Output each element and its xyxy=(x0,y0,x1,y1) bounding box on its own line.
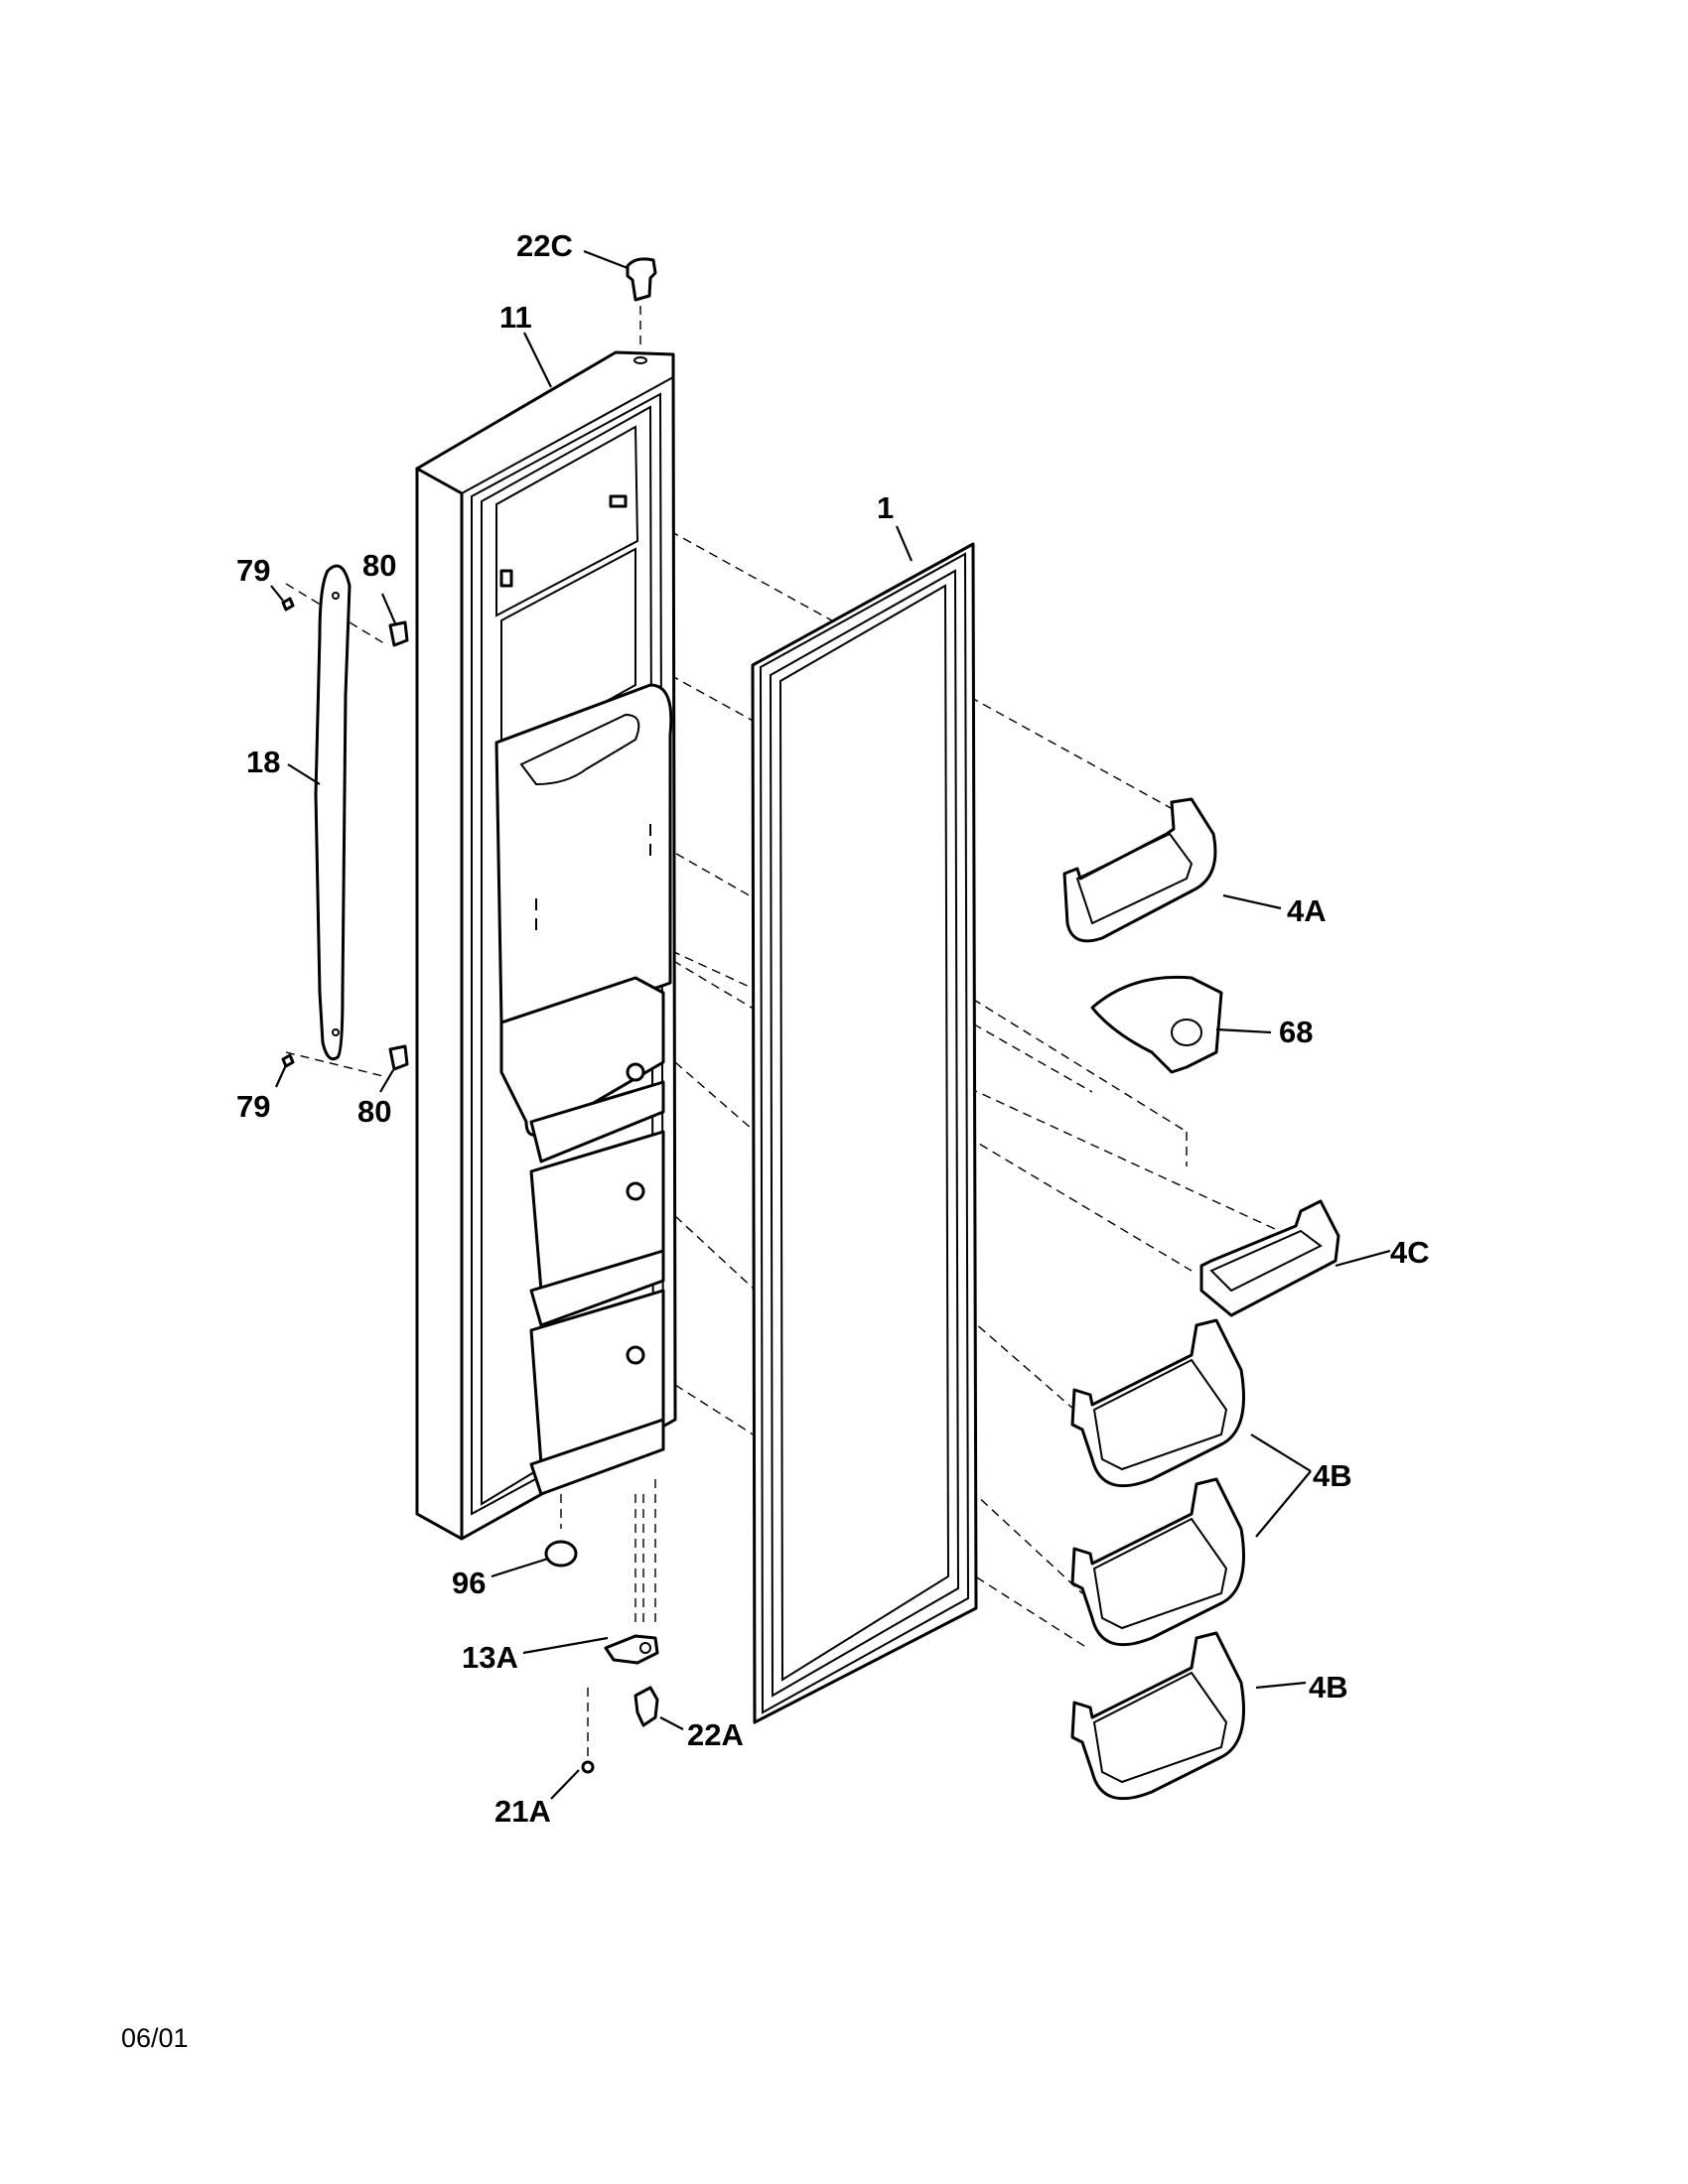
callout-22A: 22A xyxy=(687,1717,744,1752)
callout-21A: 21A xyxy=(494,1794,551,1829)
callout-80-bottom: 80 xyxy=(357,1094,391,1129)
door-bin-4B-2 xyxy=(1070,1477,1245,1647)
callout-22C: 22C xyxy=(516,228,573,263)
door-bin-4C xyxy=(1199,1199,1340,1317)
callout-18: 18 xyxy=(246,745,280,779)
callout-11: 11 xyxy=(499,300,532,335)
callout-80-top: 80 xyxy=(362,548,396,583)
callouts: 22C 11 1 79 80 18 79 80 4A 68 4C 4B 4B 9… xyxy=(236,228,1430,1829)
callout-79-top: 79 xyxy=(236,553,270,588)
door-handle xyxy=(281,564,409,1071)
bottom-hardware xyxy=(544,1540,659,1774)
callout-4C: 4C xyxy=(1390,1235,1430,1270)
callout-4B-bottom: 4B xyxy=(1309,1670,1348,1705)
callout-13A: 13A xyxy=(462,1640,518,1675)
door-bin-4A xyxy=(1062,797,1217,943)
door-assembly xyxy=(414,350,677,1541)
leader-lines xyxy=(270,249,1391,1800)
callout-4B-mid: 4B xyxy=(1313,1458,1352,1493)
door-bin-4B-1 xyxy=(1070,1318,1245,1488)
callout-1: 1 xyxy=(877,490,894,525)
callout-68: 68 xyxy=(1279,1015,1313,1049)
callout-4A: 4A xyxy=(1287,893,1327,928)
callout-79-bottom: 79 xyxy=(236,1089,270,1124)
ice-chute-68 xyxy=(1090,975,1223,1074)
door-gasket xyxy=(751,542,978,1724)
door-bin-4B-3 xyxy=(1070,1631,1245,1801)
top-hinge-pin xyxy=(626,257,657,302)
callout-96: 96 xyxy=(452,1566,486,1600)
revision-date: 06/01 xyxy=(121,2023,189,2053)
